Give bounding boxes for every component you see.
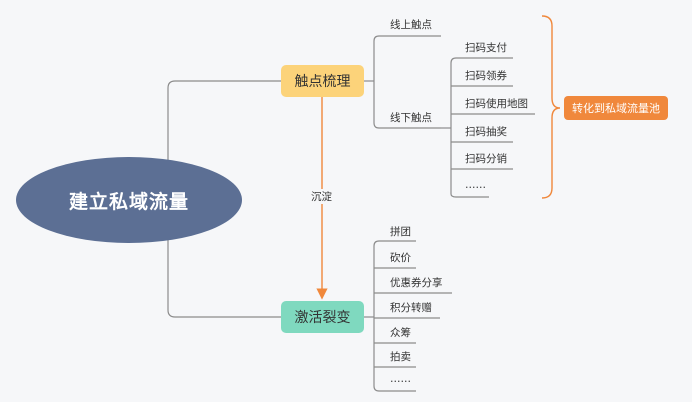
activation-item: 砍价: [390, 252, 411, 264]
online-touchpoint-label: 线上触点: [390, 19, 432, 31]
activation-item: ……: [390, 373, 411, 385]
offline-branch-lines: [441, 57, 535, 198]
private-pool-node: 转化到私域流量池: [564, 96, 668, 120]
activation-item: 优惠券分享: [390, 277, 443, 289]
activation-item: 众筹: [390, 327, 411, 339]
offline-item: 扫码使用地图: [465, 98, 528, 110]
root-node: 建立私域流量: [16, 157, 242, 243]
offline-touchpoint-label: 线下触点: [390, 112, 432, 124]
activation-item: 积分转赠: [390, 302, 432, 314]
touchpoints-node: 触点梳理: [281, 65, 364, 97]
connector-root-touchpoints: [167, 80, 281, 163]
activation-node: 激活裂变: [281, 301, 364, 333]
pool-bracket: [541, 15, 561, 199]
offline-item: 扫码领券: [465, 70, 507, 82]
offline-item: ……: [465, 179, 486, 191]
connector-online: [373, 35, 441, 81]
offline-item: 扫码抽奖: [465, 126, 507, 138]
connector-root-activation: [167, 238, 281, 318]
activation-item: 拍卖: [390, 351, 411, 363]
connector-offline: [373, 81, 441, 129]
settle-label: 沉淀: [309, 189, 334, 204]
offline-item: 扫码支付: [465, 42, 507, 54]
activation-item: 拼团: [390, 226, 411, 238]
offline-item: 扫码分销: [465, 153, 507, 165]
activation-branch-lines: [364, 240, 452, 392]
